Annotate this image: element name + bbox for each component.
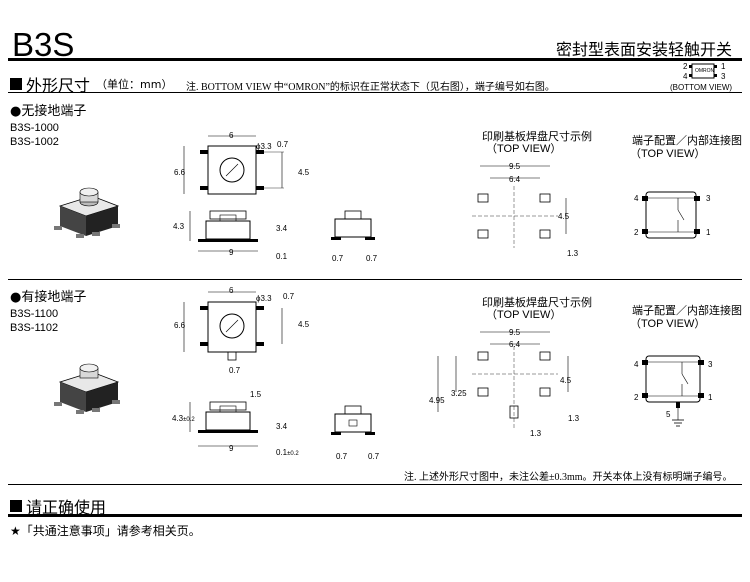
g1-pcb-w1: 9.5 xyxy=(509,162,521,171)
g2-dim-top-width: 6 xyxy=(229,286,234,295)
g1-dim-right-h: 4.5 xyxy=(298,168,310,177)
group-divider xyxy=(8,279,742,280)
g2-pcb-w2: 6.4 xyxy=(509,340,521,349)
group2-product-image xyxy=(52,360,122,428)
g2-dim-end-a: 0.7 xyxy=(336,452,348,461)
g2-pcb-view: （TOP VIEW） xyxy=(486,309,562,321)
g2-dim-diameter: ϕ3.3 xyxy=(256,294,272,303)
group2-heading: ●有接地端子 xyxy=(10,290,87,305)
g1-dim-side-h: 4.3 xyxy=(173,222,185,231)
group1-heading: ●无接地端子 xyxy=(10,104,87,119)
g1-dim-end-b: 0.7 xyxy=(366,254,378,263)
g1-dim-end-a: 0.7 xyxy=(332,254,344,263)
section-marker-icon xyxy=(10,500,22,512)
group2-top-view-drawing xyxy=(170,290,310,374)
g1-dim-pin-w: 0.7 xyxy=(277,140,289,149)
group2-model-2: B3S-1102 xyxy=(10,322,59,334)
g2-pcb-w1: 9.5 xyxy=(509,328,521,337)
g1-dim-top-h: 3.4 xyxy=(276,224,288,233)
g2-pcb-drawing xyxy=(430,326,580,446)
g2-term-view: （TOP VIEW） xyxy=(630,318,706,330)
bv-caption: (BOTTOM VIEW) xyxy=(670,83,733,92)
g1-term-view: （TOP VIEW） xyxy=(630,148,706,160)
g2-pcb-h-total: 4.95 xyxy=(429,396,445,405)
g2-pcb-pad2: 1.3 xyxy=(530,429,542,438)
g1-pcb-h: 4.5 xyxy=(558,212,570,221)
g2-term-5: 5 xyxy=(666,410,671,419)
g1-term-3: 3 xyxy=(706,194,711,203)
section-marker-icon xyxy=(10,78,22,90)
g1-dim-height: 6.6 xyxy=(174,168,186,177)
group1-product-image xyxy=(52,184,122,252)
g2-term-title: 端子配置／内部连接图 xyxy=(632,305,742,317)
g1-pcb-view: （TOP VIEW） xyxy=(486,143,562,155)
footer-rule xyxy=(8,484,742,485)
g2-pcb-h-mid: 3.25 xyxy=(451,389,467,398)
g2-term-4: 4 xyxy=(634,360,639,369)
g1-dim-diameter: ϕ3.3 xyxy=(256,142,272,151)
g2-term-3: 3 xyxy=(708,360,713,369)
g2-dim-end-b: 0.7 xyxy=(368,452,380,461)
g1-dim-top-width: 6 xyxy=(229,131,234,140)
g2-dim-foot: 0.1±0.2 xyxy=(276,448,299,457)
group2-side-view-drawing xyxy=(170,388,300,462)
g2-pcb-h: 4.5 xyxy=(560,376,572,385)
g2-dim-top-h: 3.4 xyxy=(276,422,288,431)
g1-pcb-pad: 1.3 xyxy=(567,249,579,258)
g2-dim-bottom-w: 9 xyxy=(229,444,234,453)
bv-terminal-2: 2 xyxy=(683,62,688,71)
group1-side-view-drawing xyxy=(170,205,300,265)
g1-dim-foot: 0.1 xyxy=(276,252,288,261)
dimensions-title: 外形尺寸 xyxy=(26,76,91,95)
g2-term-drawing xyxy=(640,352,710,436)
g2-dim-side-h: 4.3±0.2 xyxy=(172,414,195,423)
g1-term-drawing xyxy=(640,188,700,252)
correct-use-rule xyxy=(8,514,742,517)
g2-term-1: 1 xyxy=(708,393,713,402)
dimensions-heading: 外形尺寸 （单位：mm） xyxy=(10,72,172,96)
g2-dim-pin-w: 0.7 xyxy=(283,292,295,301)
g1-dim-bottom-w: 9 xyxy=(229,248,234,257)
header-rule xyxy=(8,58,742,61)
bottom-view-diagram xyxy=(678,62,742,92)
g2-dim-ground-w: 0.7 xyxy=(229,366,241,375)
group1-model-2: B3S-1002 xyxy=(10,136,59,148)
g2-dim-ground-pitch: 1.5 xyxy=(250,390,262,399)
group2-model-1: B3S-1100 xyxy=(10,308,59,320)
g2-term-2: 2 xyxy=(634,393,639,402)
g1-term-title: 端子配置／内部连接图 xyxy=(632,135,742,147)
g2-dim-right-h: 4.5 xyxy=(298,320,310,329)
dimensions-note: 注. BOTTOM VIEW 中“OMRON”的标识在正常状态下（见右图），端子… xyxy=(186,82,555,93)
bv-terminal-4: 4 xyxy=(683,72,688,81)
g1-pcb-w2: 6.4 xyxy=(509,175,521,184)
correct-use-text: ★「共通注意事项」请参考相关页。 xyxy=(10,524,201,538)
g2-pcb-pad: 1.3 xyxy=(568,414,580,423)
g1-term-1: 1 xyxy=(706,228,711,237)
bv-terminal-1: 1 xyxy=(721,62,726,71)
bv-terminal-3: 3 xyxy=(721,72,726,81)
dimensions-rule xyxy=(8,92,742,93)
group1-model-1: B3S-1000 xyxy=(10,122,59,134)
g1-pcb-drawing xyxy=(466,160,576,264)
correct-use-title: 请正确使用 xyxy=(26,498,107,517)
g1-term-2: 2 xyxy=(634,228,639,237)
g1-pcb-title: 印刷基板焊盘尺寸示例 xyxy=(482,131,592,143)
group1-end-view-drawing xyxy=(325,205,385,259)
g2-pcb-title: 印刷基板焊盘尺寸示例 xyxy=(482,297,592,309)
g2-dim-height: 6.6 xyxy=(174,321,186,330)
g1-term-4: 4 xyxy=(634,194,639,203)
footer-note: 注. 上述外形尺寸图中，未注公差±0.3mm。开关本体上没有标明端子编号。 xyxy=(404,472,733,483)
correct-use-heading: 请正确使用 xyxy=(10,494,106,518)
bv-brand: OMRON xyxy=(695,68,715,74)
group2-end-view-drawing xyxy=(325,400,385,456)
group1-top-view-drawing xyxy=(170,132,310,208)
dimensions-unit: （单位：mm） xyxy=(96,78,173,91)
product-model: B3S xyxy=(12,26,75,63)
document-title: 密封型表面安装轻触开关 xyxy=(555,40,732,59)
